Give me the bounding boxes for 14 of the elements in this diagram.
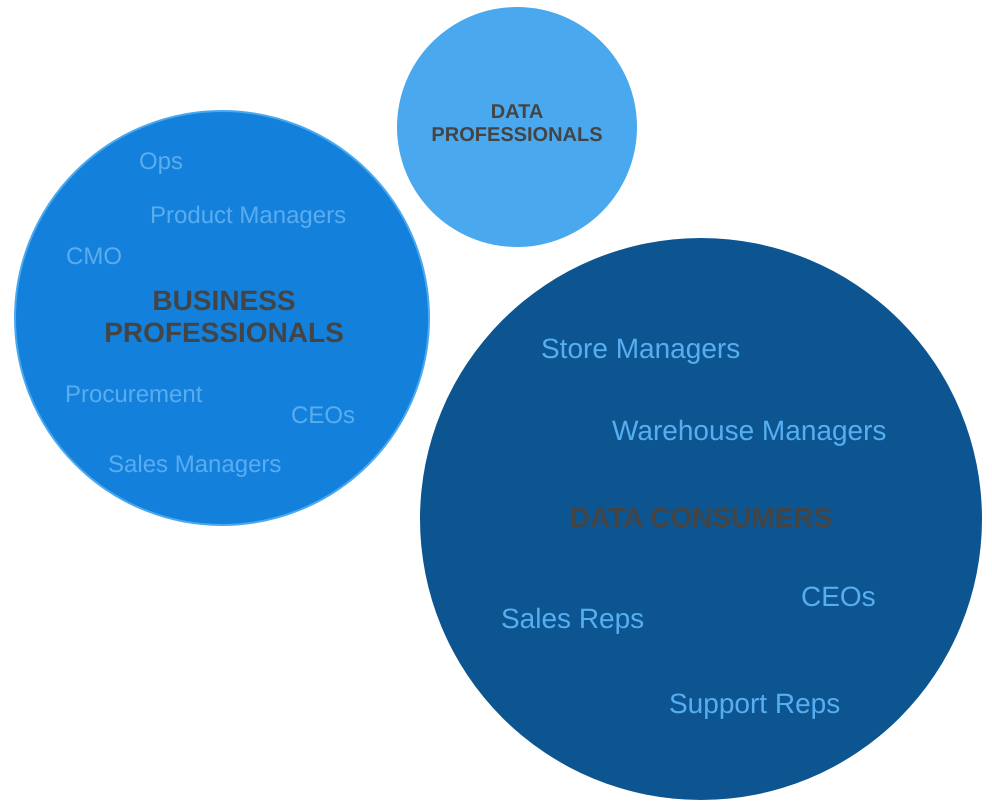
role-label: CMO <box>66 243 122 271</box>
role-label: Sales Managers <box>108 451 282 479</box>
role-label: Procurement <box>65 381 202 409</box>
role-label: CEOs <box>801 580 876 614</box>
group-title: BUSINESS PROFESSIONALS <box>103 284 345 350</box>
group-title: DATA PROFESSIONALS <box>430 101 604 147</box>
role-label: Store Managers <box>541 332 740 366</box>
role-label: Ops <box>139 148 184 176</box>
group-title: DATA CONSUMERS <box>568 502 834 534</box>
role-label: Warehouse Managers <box>612 414 886 448</box>
role-label: Support Reps <box>669 688 840 720</box>
role-label: CEOs <box>291 402 356 430</box>
role-label: Sales Reps <box>501 602 644 636</box>
role-label: Product Managers <box>150 202 346 230</box>
